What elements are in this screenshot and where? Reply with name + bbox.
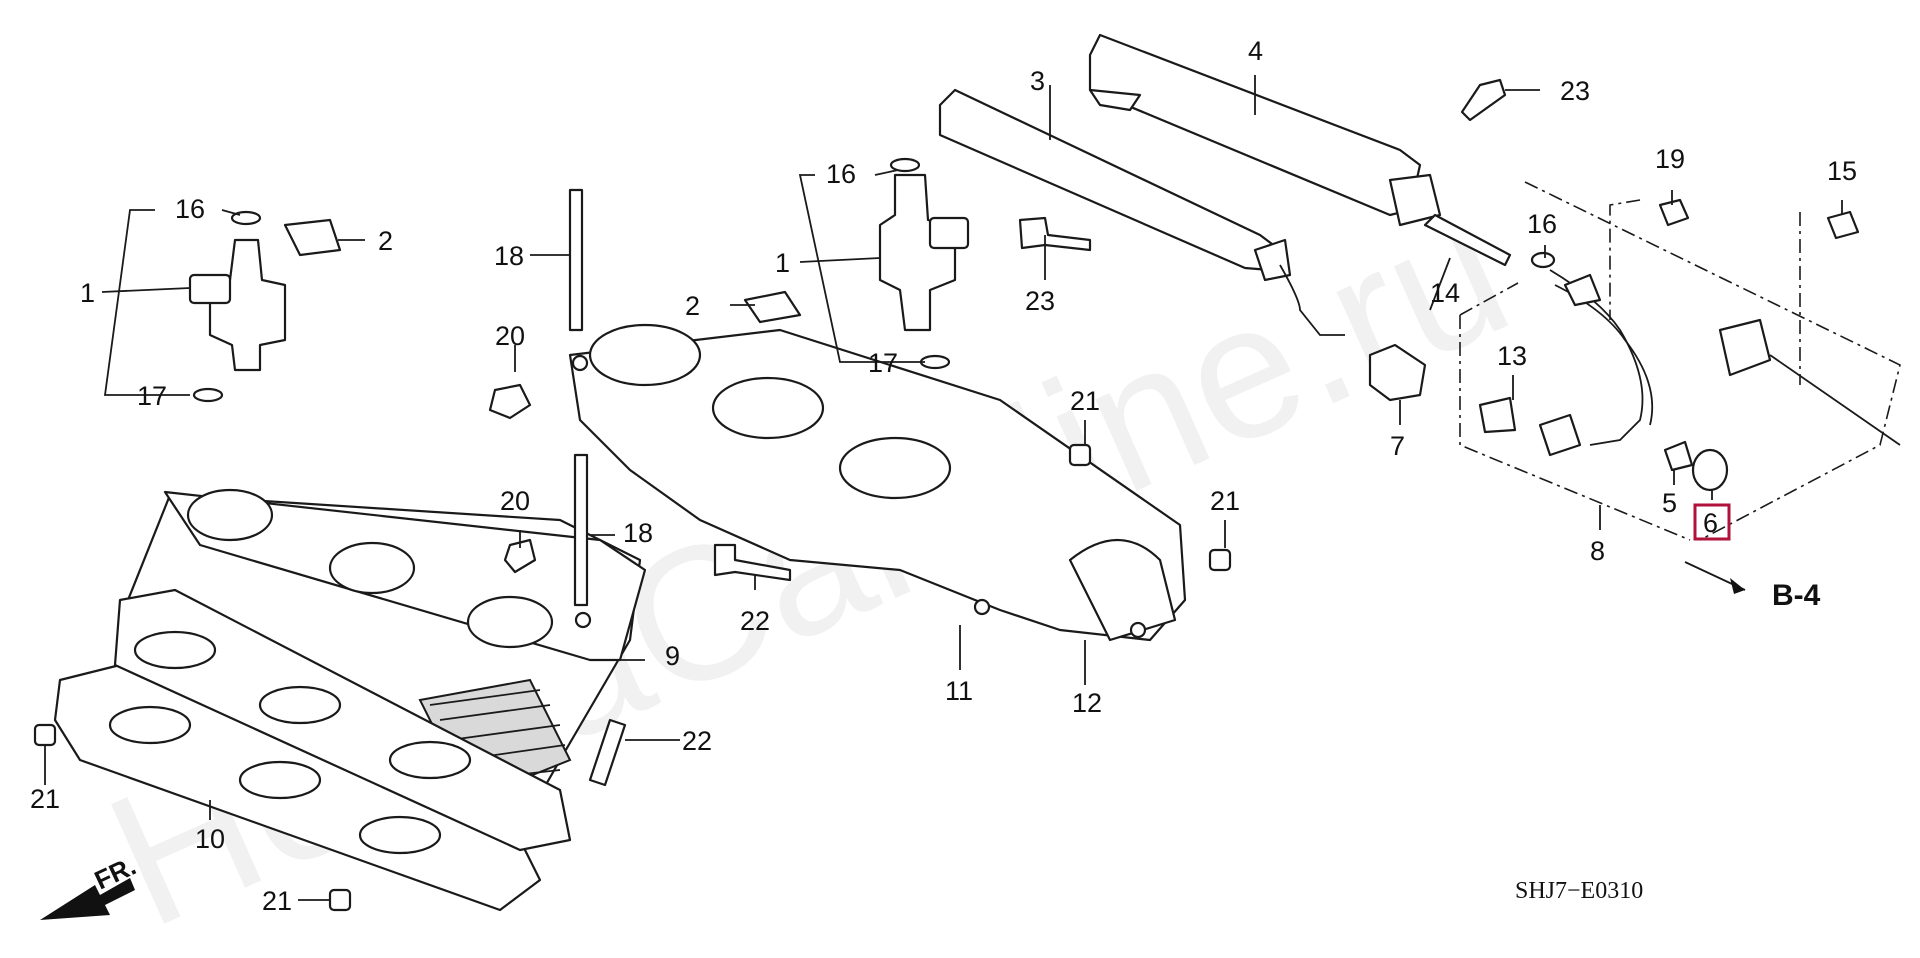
dowel-21-c: [33, 723, 57, 747]
o-ring-16-right: [1530, 251, 1556, 269]
dowel-21-d: [328, 888, 352, 912]
callout-22-lower[interactable]: 22: [682, 726, 712, 756]
callout-2-center[interactable]: 2: [685, 291, 700, 321]
fuel-feed-pipe: [1538, 269, 1901, 457]
svg-text:6: 6: [1703, 508, 1718, 538]
callout-numbers: 1 1 2 2 3 4 5 6 7 8 9 10 11 12 13 14 15 …: [30, 36, 1857, 916]
callout-16-left[interactable]: 16: [175, 194, 205, 224]
callout-22-center[interactable]: 22: [740, 606, 770, 636]
stud-14: [1423, 213, 1512, 267]
callout-10[interactable]: 10: [195, 824, 225, 854]
callout-19[interactable]: 19: [1655, 144, 1685, 174]
callout-16-right[interactable]: 16: [1527, 209, 1557, 239]
callout-17-center[interactable]: 17: [868, 348, 898, 378]
grommet-6: [1691, 448, 1729, 492]
callout-21-d[interactable]: 21: [262, 886, 292, 916]
bolt-23-center: [1018, 216, 1092, 252]
nut-20-lower: [503, 538, 537, 574]
callout-21-b[interactable]: 21: [1210, 486, 1240, 516]
callout-6-highlight[interactable]: 6: [1693, 503, 1731, 541]
callout-18-upper[interactable]: 18: [494, 241, 524, 271]
callout-23-top[interactable]: 23: [1560, 76, 1590, 106]
callout-3[interactable]: 3: [1030, 66, 1045, 96]
callout-12[interactable]: 12: [1072, 688, 1102, 718]
svg-text:B-4: B-4: [1772, 579, 1821, 612]
nut-20-upper: [488, 383, 532, 420]
nut-15: [1826, 210, 1860, 240]
callout-11[interactable]: 11: [945, 676, 973, 706]
callout-21-a[interactable]: 21: [1070, 386, 1100, 416]
clip-center: [743, 290, 802, 324]
o-ring-17-left: [192, 387, 224, 403]
clip-left: [283, 218, 342, 257]
callout-9[interactable]: 9: [665, 641, 680, 671]
nut-19: [1658, 198, 1690, 227]
bolt-22-center: [713, 543, 792, 582]
front-arrow: FR.: [40, 851, 141, 920]
callout-21-c[interactable]: 21: [30, 784, 60, 814]
callout-14[interactable]: 14: [1430, 278, 1460, 308]
pulsation-damper-7: [1368, 343, 1427, 402]
stud-18-upper: [568, 188, 584, 332]
callout-8[interactable]: 8: [1590, 536, 1605, 566]
o-ring-17-center: [919, 354, 951, 370]
callout-18-lower[interactable]: 18: [623, 518, 653, 548]
stud-18-lower: [573, 453, 589, 607]
washer-5: [1663, 440, 1694, 472]
clip-13: [1478, 396, 1517, 434]
intake-chamber: [568, 323, 1187, 642]
callout-4[interactable]: 4: [1248, 36, 1263, 66]
callout-20-lower[interactable]: 20: [500, 486, 530, 516]
reference-b4[interactable]: B-4: [1684, 561, 1821, 612]
dowel-21-a: [1068, 443, 1092, 467]
callout-17-left[interactable]: 17: [137, 381, 167, 411]
reference-outline: [1609, 199, 1801, 385]
leader-lines: [44, 75, 1843, 901]
callout-2-left[interactable]: 2: [378, 226, 393, 256]
callout-16-center[interactable]: 16: [826, 159, 856, 189]
bolt-22-lower: [588, 718, 627, 787]
manifold-gasket: [53, 588, 572, 912]
o-ring-16-center: [889, 157, 921, 173]
callout-23-center[interactable]: 23: [1025, 286, 1055, 316]
callout-15[interactable]: 15: [1827, 156, 1857, 186]
dowel-21-b: [1208, 548, 1232, 572]
fuel-rail-lower: [938, 88, 1345, 336]
callout-5[interactable]: 5: [1662, 488, 1677, 518]
diagram-code: SHJ7−E0310: [1515, 878, 1643, 904]
callout-1-center[interactable]: 1: [775, 248, 790, 278]
callout-7[interactable]: 7: [1390, 431, 1405, 461]
fuel-rail-upper: [1088, 33, 1442, 227]
bolt-23-top: [1460, 78, 1507, 122]
injector-center: [878, 173, 970, 332]
callout-13[interactable]: 13: [1497, 341, 1527, 371]
callout-1-left[interactable]: 1: [80, 278, 95, 308]
injector-left: [188, 238, 287, 372]
callout-20-upper[interactable]: 20: [495, 321, 525, 351]
assembly-8-outline: [1459, 181, 1901, 541]
